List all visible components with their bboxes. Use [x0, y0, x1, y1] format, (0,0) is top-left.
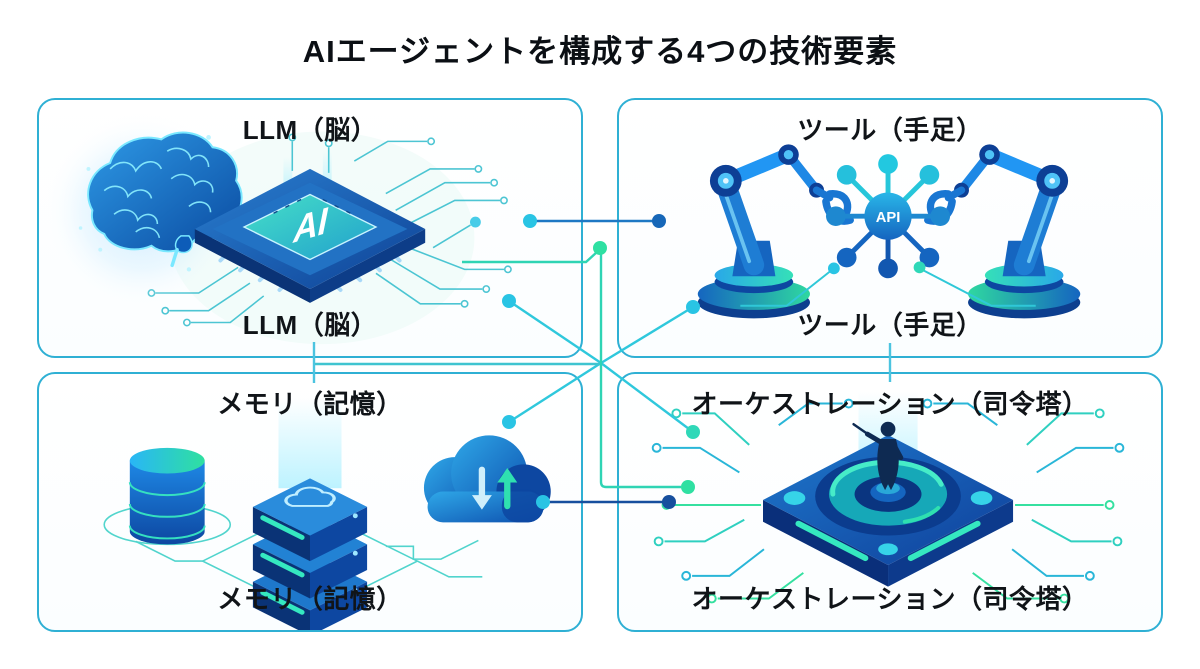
orchestration-label-bottom: オーケストレーション（司令塔） — [691, 584, 1089, 614]
robot-arm-right-icon — [924, 144, 1081, 319]
tools-label-top: ツール（手足） — [797, 115, 983, 145]
quadrant-llm: AI LLM（脳） LLM（脳） — [37, 98, 583, 358]
orchestration-label-top: オーケストレーション（司令塔） — [691, 389, 1089, 419]
llm-label-bottom: LLM（脳） — [242, 310, 378, 340]
memory-label-top: メモリ（記憶） — [217, 389, 403, 419]
conductor-platform-icon — [762, 391, 1014, 587]
tools-illustration: API — [697, 144, 1081, 319]
llm-illustration: AI — [43, 111, 512, 345]
quadrant-memory: メモリ（記憶） メモリ（記憶） — [37, 372, 583, 632]
trace-dot — [827, 262, 840, 275]
tools-label-bottom: ツール（手足） — [797, 310, 983, 340]
database-icon — [128, 447, 206, 545]
orchestration-illustration — [651, 391, 1125, 604]
orchestration-circuit-traces — [651, 398, 1125, 604]
diagram-title: AIエージェントを構成する4つの技術要素 — [302, 34, 898, 69]
memory-illustration — [103, 397, 551, 630]
tools-circuit-traces — [740, 267, 1036, 307]
cloud-sync-icon — [423, 435, 551, 523]
brain-icon — [43, 111, 243, 309]
quadrant-orchestration: オーケストレーション（司令塔） オーケストレーション（司令塔） — [617, 372, 1163, 632]
quadrant-tools: API ツール（手足） ツール（手足） — [617, 98, 1163, 358]
robot-arm-left-icon — [697, 144, 854, 319]
ground-circuit-traces — [103, 504, 483, 616]
llm-label-top: LLM（脳） — [242, 115, 378, 145]
conductor-figure-icon — [852, 421, 904, 491]
trace-dot — [913, 261, 926, 274]
api-hub-icon: API — [826, 154, 951, 279]
memory-label-bottom: メモリ（記憶） — [217, 584, 403, 614]
api-hub-label: API — [876, 210, 901, 226]
